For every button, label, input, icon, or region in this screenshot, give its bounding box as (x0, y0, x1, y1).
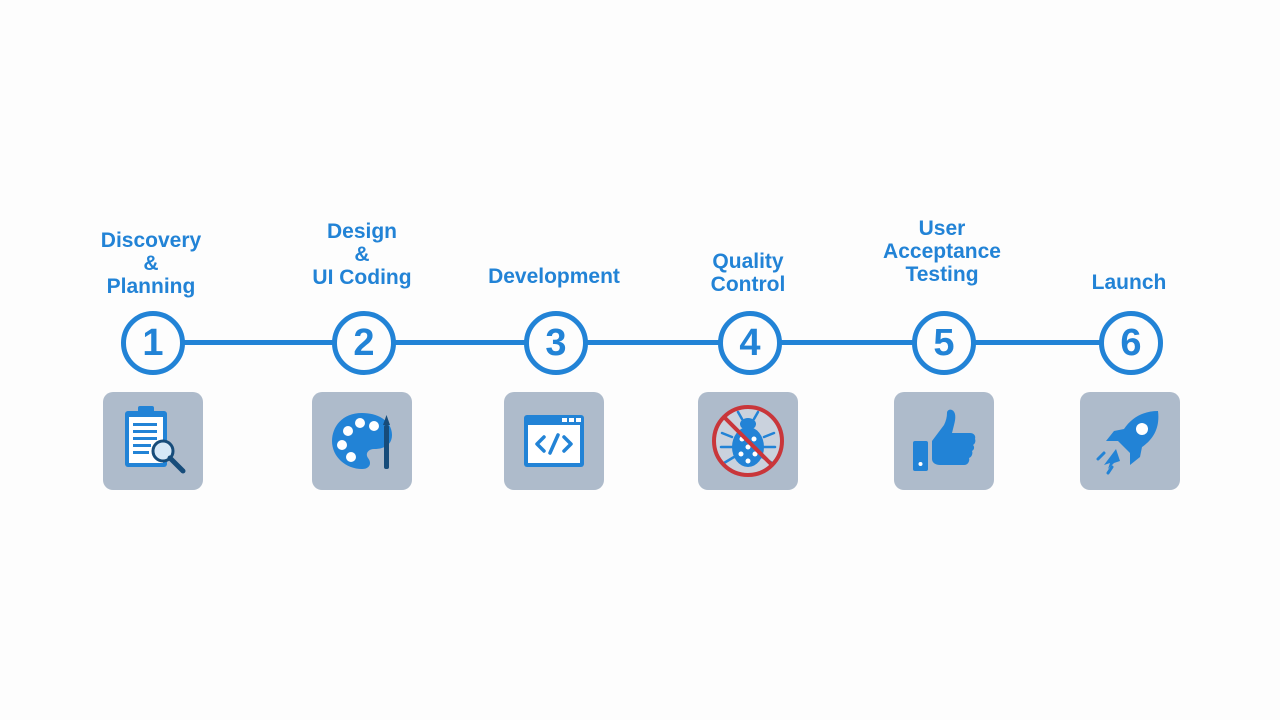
step-1-label-line: & (143, 252, 159, 275)
step-5-icon-tile (894, 392, 994, 490)
step-6-label: Launch (1039, 271, 1219, 294)
thumbs-up-icon (913, 409, 976, 471)
step-3-number-circle: 3 (524, 311, 588, 375)
timeline-connector-line (150, 340, 1130, 345)
step-2-label-line: & (354, 243, 370, 266)
step-3-label-line: Development (488, 265, 620, 288)
step-2-label-line: Design (326, 220, 397, 243)
step-1-icon-tile (103, 392, 203, 490)
step-1-number-circle: 1 (121, 311, 185, 375)
step-3-label: Development (464, 265, 644, 288)
step-1-label-line: Planning (106, 275, 196, 298)
step-2-number-circle: 2 (332, 311, 396, 375)
step-5-label-line: Testing (905, 263, 979, 286)
step-4-number-circle: 4 (718, 311, 782, 375)
step-1-label: Discovery & Planning (61, 229, 241, 298)
step-4-label-line: Quality (712, 250, 784, 273)
step-6-label-line: Launch (1091, 271, 1167, 294)
step-5-label-line: Acceptance (883, 240, 1001, 263)
code-window-icon (524, 415, 584, 467)
step-2-label: Design & UI Coding (272, 220, 452, 289)
step-2-icon-tile (312, 392, 412, 490)
step-6-number-circle: 6 (1099, 311, 1163, 375)
no-bug-icon (712, 405, 784, 477)
step-3-icon-tile (504, 392, 604, 490)
clipboard-magnifier-icon (125, 406, 186, 474)
step-4-label: Quality Control (658, 250, 838, 296)
step-5-label-line: User (918, 217, 966, 240)
step-1-label-line: Discovery (100, 229, 202, 252)
rocket-icon (1096, 411, 1159, 475)
step-2-label-line: UI Coding (312, 266, 412, 289)
step-4-label-line: Control (710, 273, 786, 296)
step-5-label: User Acceptance Testing (852, 217, 1032, 286)
step-4-icon-tile (698, 392, 798, 490)
paint-palette-icon (332, 413, 392, 469)
step-5-number-circle: 5 (912, 311, 976, 375)
step-6-icon-tile (1080, 392, 1180, 490)
